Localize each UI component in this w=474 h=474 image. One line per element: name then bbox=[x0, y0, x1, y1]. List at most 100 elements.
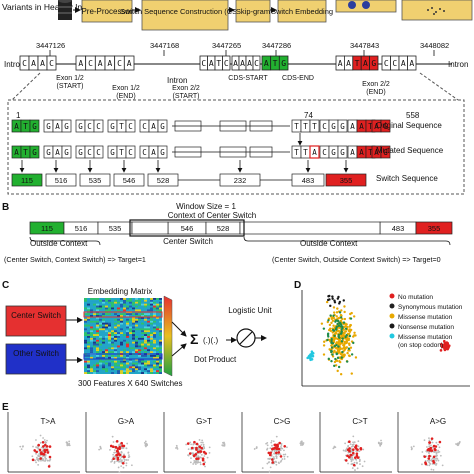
heatmap-cell bbox=[93, 324, 96, 327]
heatmap-cell bbox=[108, 334, 111, 336]
heatmap-cell bbox=[102, 366, 105, 369]
heatmap-cell bbox=[111, 301, 114, 304]
heatmap-cell bbox=[141, 313, 144, 316]
background-point bbox=[35, 439, 37, 441]
heatmap-cell bbox=[93, 330, 96, 333]
heatmap-cell bbox=[114, 345, 117, 348]
missense-point bbox=[332, 316, 335, 320]
heatmap-cell bbox=[99, 362, 102, 365]
heatmap-cell bbox=[153, 326, 156, 329]
mutation-point bbox=[433, 447, 437, 451]
heatmap-cell bbox=[111, 364, 114, 367]
background-point bbox=[280, 444, 283, 446]
heatmap-cell bbox=[90, 320, 93, 323]
heatmap-cell bbox=[141, 341, 144, 344]
mutation-point bbox=[190, 446, 194, 450]
background-point bbox=[278, 462, 280, 465]
heatmap-cell bbox=[105, 318, 108, 321]
heatmap-cell bbox=[150, 339, 153, 342]
synonymous-point bbox=[333, 334, 336, 337]
heatmap-cell bbox=[93, 364, 96, 367]
context-value: 528 bbox=[217, 224, 230, 233]
heatmap-cell bbox=[147, 360, 150, 363]
node-icon bbox=[348, 1, 356, 9]
heatmap-cell bbox=[156, 347, 159, 350]
mutation-point bbox=[31, 458, 35, 462]
heatmap-cell bbox=[90, 349, 93, 352]
feature-label: Exon 1/2 bbox=[56, 75, 84, 82]
panel-letter-c: C bbox=[2, 280, 9, 291]
synonymous-point bbox=[340, 340, 344, 343]
mutation-point bbox=[109, 444, 113, 448]
heatmap-cell bbox=[135, 336, 138, 338]
background-point bbox=[144, 444, 147, 447]
heatmap-cell bbox=[120, 334, 123, 336]
codon-letter: G bbox=[32, 148, 37, 157]
heatmap-cell bbox=[159, 317, 162, 319]
codon-letter: A bbox=[374, 148, 379, 157]
heatmap-cell bbox=[105, 332, 108, 335]
heatmap-cell bbox=[132, 343, 135, 346]
heatmap-cell bbox=[96, 341, 99, 344]
background-point bbox=[194, 461, 197, 464]
heatmap-cell bbox=[159, 349, 162, 352]
heatmap-cell bbox=[102, 343, 105, 346]
background-point bbox=[176, 446, 178, 449]
heatmap-cell bbox=[129, 313, 132, 316]
heatmap-cell bbox=[159, 347, 162, 350]
heatmap-cell bbox=[132, 320, 135, 323]
heatmap-cell bbox=[87, 343, 90, 346]
heatmap-cell bbox=[141, 317, 144, 319]
mutation-point bbox=[201, 458, 205, 462]
heatmap-cell bbox=[84, 343, 87, 346]
mutation-point bbox=[426, 448, 430, 452]
heatmap-cell bbox=[117, 332, 120, 335]
heatmap-cell bbox=[159, 345, 162, 348]
codon-cell bbox=[61, 145, 72, 159]
heatmap-cell bbox=[156, 324, 159, 327]
nonsense-point bbox=[329, 304, 332, 308]
center-switch-text: Center Switch bbox=[11, 311, 61, 320]
heatmap-cell bbox=[153, 309, 156, 312]
heatmap-cell bbox=[117, 370, 120, 373]
synonymous-point bbox=[330, 346, 334, 349]
heatmap-cell bbox=[105, 349, 108, 352]
synonymous-point bbox=[327, 357, 331, 361]
heatmap-cell bbox=[84, 322, 87, 325]
background-point bbox=[35, 452, 37, 455]
background-point bbox=[255, 446, 258, 449]
background-point bbox=[429, 463, 432, 465]
background-point bbox=[273, 450, 276, 453]
heatmap-cell bbox=[93, 351, 96, 354]
heatmap-cell bbox=[129, 309, 132, 312]
heatmap-cell bbox=[147, 339, 150, 342]
heatmap-cell bbox=[126, 309, 129, 312]
heatmap-cell bbox=[123, 372, 126, 374]
heatmap-cell bbox=[126, 307, 129, 310]
heatmap-cell bbox=[111, 360, 114, 363]
heatmap-cell bbox=[87, 364, 90, 367]
heatmap-cell bbox=[114, 364, 117, 367]
mutation-point bbox=[283, 445, 287, 448]
heatmap-cell bbox=[105, 347, 108, 350]
heatmap-cell bbox=[132, 337, 135, 340]
heatmap-cell bbox=[117, 317, 120, 319]
heatmap-cell bbox=[138, 360, 141, 363]
heatmap-cell bbox=[147, 301, 150, 304]
heatmap-cell bbox=[135, 356, 138, 359]
switch-value: 115 bbox=[21, 176, 33, 185]
heatmap-cell bbox=[138, 334, 141, 336]
heatmap-cell bbox=[105, 355, 108, 357]
heatmap-cell bbox=[99, 356, 102, 359]
stop-codon-point bbox=[311, 351, 315, 355]
background-point bbox=[435, 452, 438, 455]
heatmap-cell bbox=[126, 305, 129, 308]
mutation-point bbox=[38, 448, 42, 452]
mutation-point bbox=[48, 455, 52, 459]
heatmap-cell bbox=[108, 301, 111, 304]
heatmap-cell bbox=[132, 299, 135, 302]
heatmap-cell bbox=[117, 349, 120, 352]
heatmap-cell bbox=[120, 347, 123, 350]
